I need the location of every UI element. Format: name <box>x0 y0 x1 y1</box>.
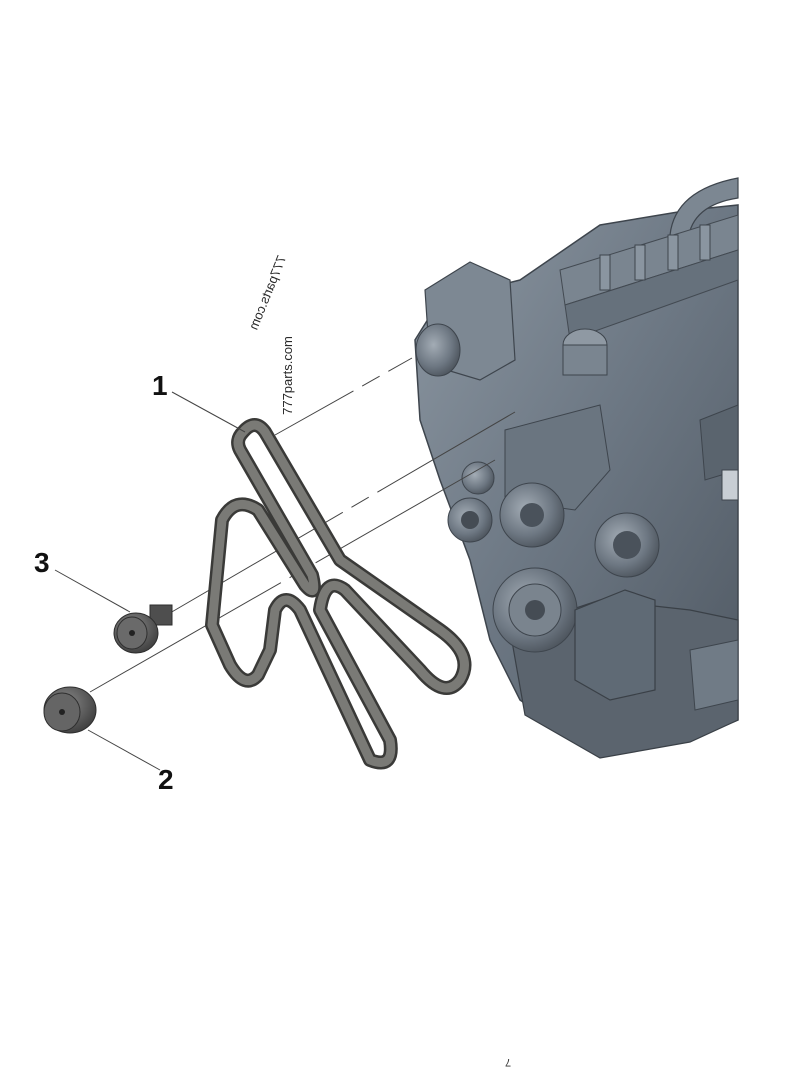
roller-part-3 <box>113 604 173 654</box>
leader-1 <box>171 391 246 433</box>
callout-3: 3 <box>34 547 50 578</box>
serpentine-belt <box>205 418 472 770</box>
page-mark: 7 <box>505 1056 512 1068</box>
leader-2 <box>87 729 161 771</box>
engine-illustration <box>414 177 739 759</box>
callout-leaders <box>54 391 246 771</box>
watermark-2: 777parts.com <box>279 336 295 415</box>
callout-1: 1 <box>152 370 168 401</box>
roller-part-2 <box>43 686 97 734</box>
leader-3 <box>54 569 131 613</box>
callout-2: 2 <box>158 764 174 795</box>
